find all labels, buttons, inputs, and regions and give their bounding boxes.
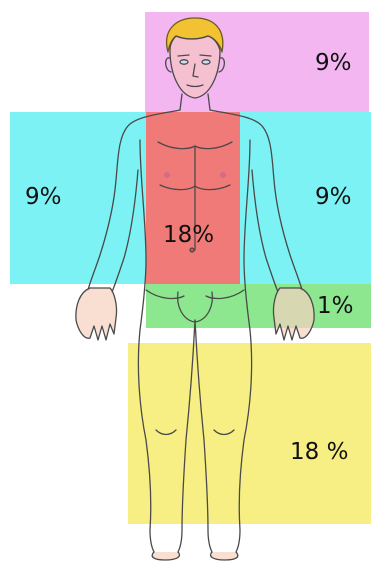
right-arm-percentage: 9% bbox=[315, 186, 352, 209]
legs-percentage: 18 % bbox=[290, 441, 348, 464]
torso-region bbox=[146, 112, 240, 284]
legs-region bbox=[128, 343, 371, 524]
left-arm-percentage: 9% bbox=[25, 186, 62, 209]
genital-percentage: 1% bbox=[317, 295, 354, 318]
torso-percentage: 18% bbox=[163, 224, 214, 247]
head-percentage: 9% bbox=[315, 52, 352, 75]
